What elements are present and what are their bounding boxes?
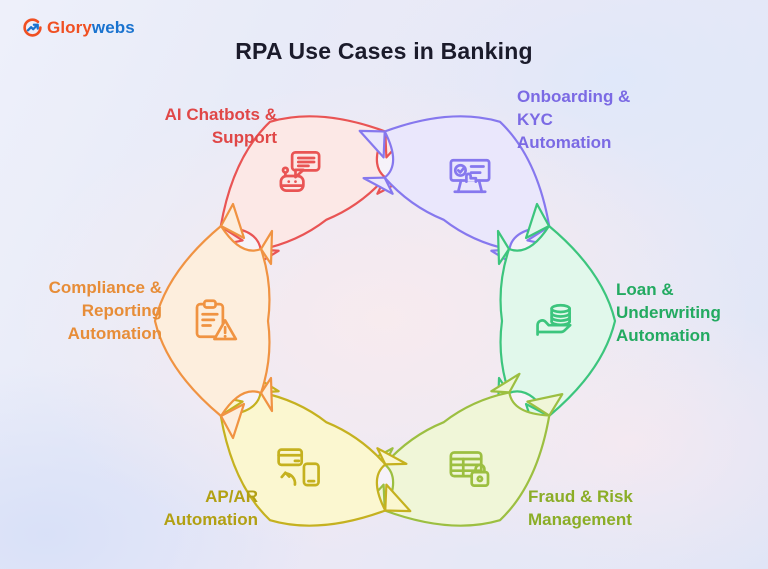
logo-text-glory: Glory [47,17,92,37]
page-title: RPA Use Cases in Banking [235,38,533,64]
logo-text-webs: webs [91,17,135,37]
glorywebs-logo: Glorywebs [22,17,135,38]
label-fraud-risk: Fraud & Risk Management [528,487,633,529]
logo-wordmark: Glorywebs [47,18,135,38]
glorywebs-growth-arrow-icon [23,18,42,37]
label-ai-chatbots-support: AI Chatbots & Support [164,105,277,147]
label-compliance-reporting: Compliance & Reporting Automation [48,278,162,343]
label-ap-ar-automation: AP/AR Automation [163,487,258,529]
label-loan-underwriting: Loan & Underwriting Automation [616,280,721,345]
label-onboarding-kyc: Onboarding & KYC Automation [517,87,631,152]
